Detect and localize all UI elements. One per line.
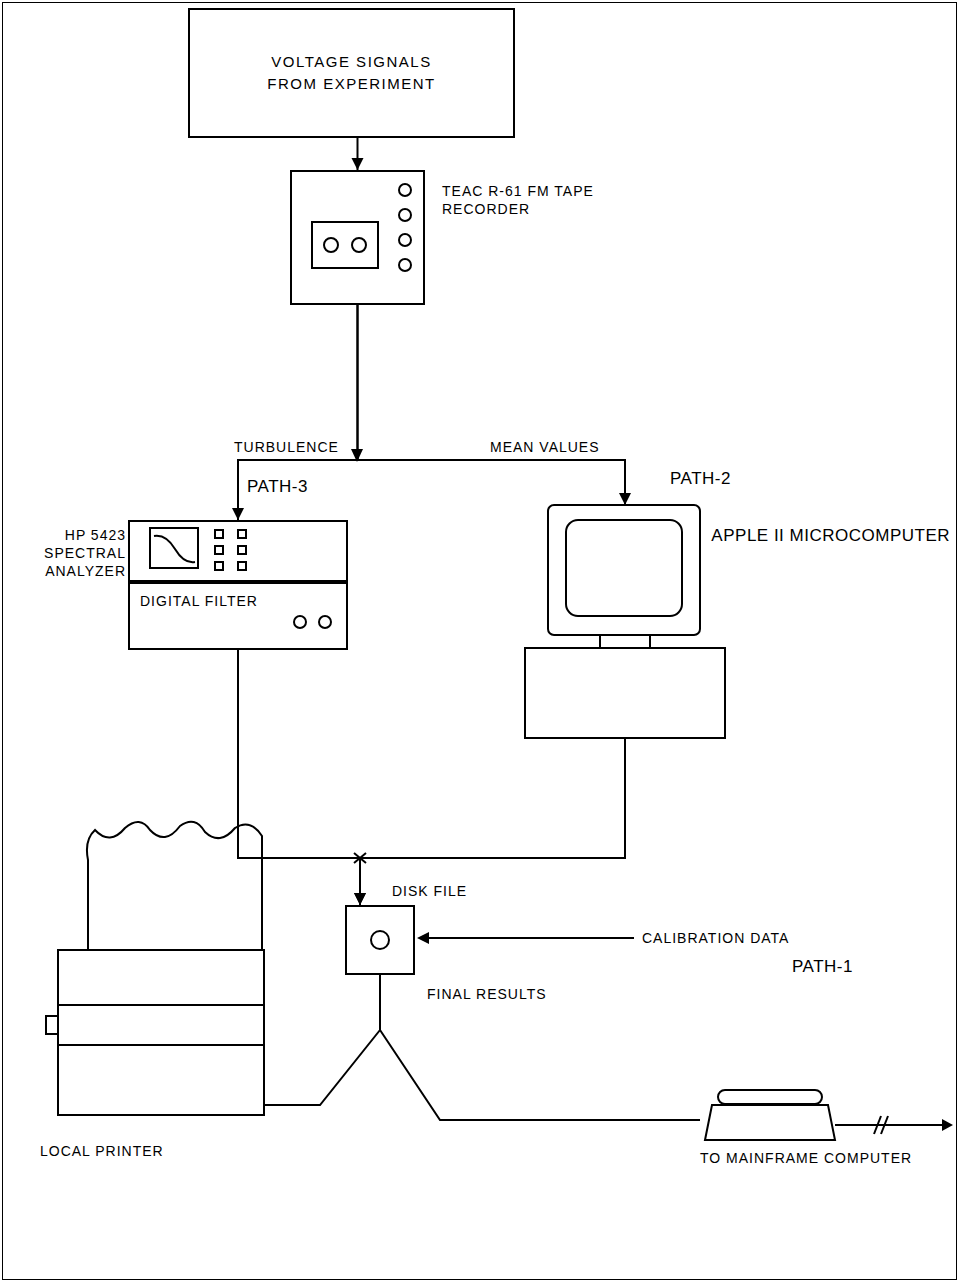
analyzer-details	[150, 528, 331, 628]
arrowhead	[232, 508, 244, 520]
disk-spindle	[371, 931, 389, 949]
analyzer-screen	[150, 528, 198, 568]
printer-body	[58, 950, 264, 1115]
connector-line	[380, 975, 700, 1120]
node-label: DIGITAL FILTER	[140, 592, 280, 610]
computer-base	[525, 648, 725, 738]
node-label: TEAC R-61 FM TAPE RECORDER	[442, 182, 617, 218]
printer-band	[58, 1044, 264, 1046]
calibration-arrow	[426, 937, 634, 939]
button	[215, 530, 223, 538]
connector-line	[238, 650, 360, 905]
node-label: APPLE II MICROCOMPUTER	[710, 525, 950, 547]
edge-label: TURBULENCE	[232, 438, 341, 456]
printer-band	[58, 1004, 264, 1006]
annotation-label: PATH-2	[668, 470, 733, 488]
microcomputer-drawing	[525, 505, 725, 738]
annotation-label: FINAL RESULTS	[425, 985, 549, 1003]
line-break-mark	[874, 1116, 881, 1134]
tape-window	[312, 222, 378, 268]
disk-file: DISK FILE	[345, 905, 415, 975]
line-break-mark	[881, 1116, 888, 1134]
arrowhead	[354, 893, 366, 905]
box-text: VOLTAGE SIGNALS FROM EXPERIMENT	[264, 51, 439, 96]
connector	[232, 305, 358, 520]
annotation-label: PATH-3	[245, 478, 310, 496]
tape-recorder: TEAC R-61 FM TAPE RECORDER	[290, 170, 425, 305]
modem-drawing	[705, 1090, 945, 1140]
annotation-label: PATH-1	[790, 958, 855, 976]
node-label: TO MAINFRAME COMPUTER	[700, 1149, 912, 1167]
printer-knob	[46, 1016, 58, 1034]
source-box: VOLTAGE SIGNALS FROM EXPERIMENT	[188, 8, 515, 138]
calibration-line	[426, 937, 634, 939]
connector-line	[358, 305, 626, 505]
monitor-case	[548, 505, 700, 635]
node-label: LOCAL PRINTER	[40, 1142, 164, 1160]
arrowhead	[354, 893, 366, 905]
button	[215, 562, 223, 570]
monitor-stand	[600, 635, 650, 648]
printer: LOCAL PRINTER	[40, 820, 265, 1120]
arrowhead	[352, 158, 364, 170]
printer-paper	[87, 822, 262, 950]
knob	[399, 184, 411, 196]
button	[238, 562, 246, 570]
arrowhead	[417, 932, 429, 944]
phone-line	[835, 1124, 945, 1126]
connector	[380, 975, 700, 1120]
button	[215, 546, 223, 554]
connector	[358, 305, 632, 505]
knob	[294, 616, 306, 628]
disk-details	[371, 931, 389, 949]
spectrum-curve	[154, 536, 195, 562]
knob	[319, 616, 331, 628]
knob	[399, 209, 411, 221]
knob	[399, 259, 411, 271]
mainframe-link: TO MAINFRAME COMPUTER	[700, 1085, 840, 1143]
connector	[354, 738, 625, 905]
connector-line	[265, 975, 380, 1105]
tape-reel	[352, 238, 366, 252]
connector	[238, 650, 366, 905]
button	[238, 530, 246, 538]
arrowhead	[942, 1119, 953, 1131]
tape-recorder-details	[312, 184, 411, 271]
monitor-screen	[566, 520, 682, 616]
button	[238, 546, 246, 554]
telephone-handset	[718, 1090, 822, 1104]
knob	[399, 234, 411, 246]
printer-drawing	[46, 822, 264, 1115]
edge-label: MEAN VALUES	[488, 438, 602, 456]
connector-line	[238, 305, 358, 520]
connector	[265, 975, 380, 1105]
microcomputer: APPLE II MICROCOMPUTER	[525, 505, 725, 738]
modem-base	[705, 1105, 835, 1140]
connector	[352, 138, 364, 170]
annotation-label: CALIBRATION DATA	[640, 929, 791, 947]
node-label: DISK FILE	[392, 882, 467, 900]
arrowhead	[619, 493, 631, 505]
connector-line	[360, 738, 625, 905]
digital-filter: DIGITAL FILTER	[128, 582, 348, 650]
tape-reel	[324, 238, 338, 252]
node-label: HP 5423 SPECTRAL ANALYZER	[6, 526, 126, 581]
spectral-analyzer: HP 5423 SPECTRAL ANALYZER	[128, 520, 348, 582]
